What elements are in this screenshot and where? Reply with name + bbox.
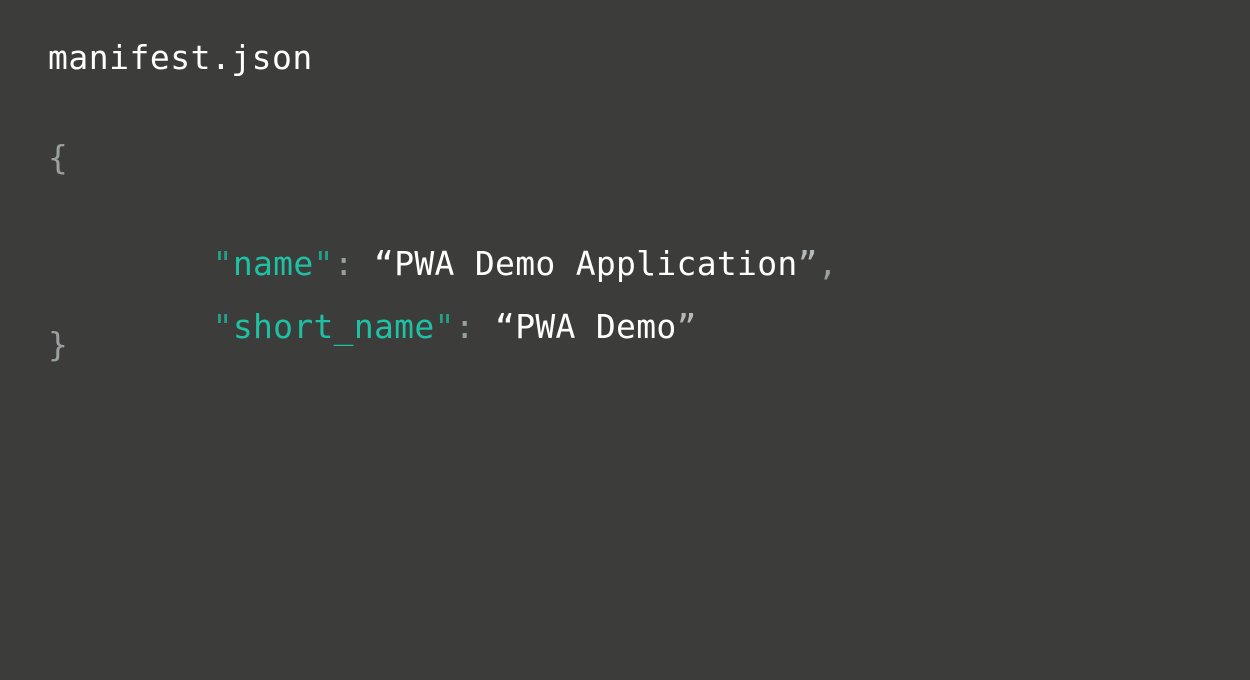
key-quote-close: " — [434, 307, 455, 346]
value-quote-open: “ — [374, 244, 395, 283]
json-key: name — [232, 244, 314, 283]
value-quote-close: ” — [797, 244, 818, 283]
json-colon: : — [333, 244, 375, 283]
file-title: manifest.json — [48, 38, 313, 77]
json-close-brace: } — [48, 325, 69, 364]
json-value: PWA Demo Application — [394, 244, 798, 283]
json-value: PWA Demo — [515, 307, 677, 346]
json-colon: : — [454, 307, 496, 346]
json-entry-name: "name": “PWA Demo Application”, — [132, 198, 838, 330]
json-open-brace: { — [48, 138, 69, 177]
key-quote-open: " — [212, 307, 233, 346]
value-quote-open: “ — [495, 307, 516, 346]
json-entry-short-name: "short_name": “PWA Demo” — [132, 261, 697, 393]
json-comma: , — [817, 244, 838, 283]
key-quote-close: " — [313, 244, 334, 283]
key-quote-open: " — [212, 244, 233, 283]
json-key: short_name — [232, 307, 435, 346]
value-quote-close: ” — [676, 307, 697, 346]
